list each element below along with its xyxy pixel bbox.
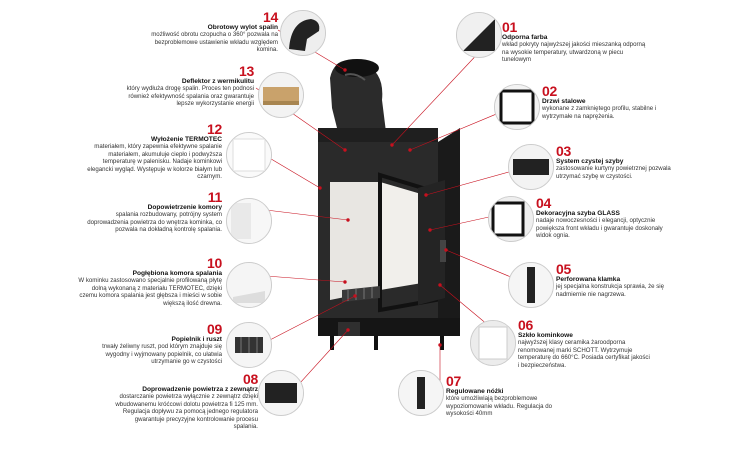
feature-04: 04 Dekoracyjna szyba GLASS nadaje nowocz… <box>536 196 676 240</box>
feature-07: 07 Regulowane nóżki które umożliwiają be… <box>446 374 576 418</box>
inset-combustion-chamber <box>226 262 272 308</box>
feature-number: 11 <box>207 189 223 205</box>
feature-03: 03 System czystej szyby zastosowanie kur… <box>556 144 686 180</box>
feature-number: 05 <box>556 261 571 277</box>
feature-description: nadaje nowoczesności i elegancji, optycz… <box>536 217 663 240</box>
feature-13: 13 Deflektor z wermikulitu który wydłuża… <box>118 63 255 108</box>
feature-description: spalania rozbudowany, potrójny system do… <box>87 211 222 234</box>
feature-description: zastosowanie kurtyny powietrznej pozwala… <box>556 165 671 180</box>
feature-number: 07 <box>446 373 461 389</box>
feature-05: 05 Perforowana klamka jej specjalna kons… <box>556 262 684 298</box>
inset-termotec-lining <box>226 132 272 178</box>
feature-description: materiałem, który zapewnia efektywne spa… <box>87 143 222 181</box>
feature-title: Regulowane nóżki <box>446 388 504 395</box>
feature-title: Wyłożenie TERMOTEC <box>151 136 222 143</box>
feature-number: 06 <box>518 317 533 333</box>
feature-title: Drzwi stalowe <box>542 98 586 105</box>
feature-title: Dopowietrzenie komory <box>147 204 222 211</box>
inset-vermiculite-deflector <box>258 72 304 118</box>
feature-number: 08 <box>243 371 258 387</box>
feature-title: Perforowana klamka <box>556 276 621 283</box>
feature-description: wykonane z zamkniętego profilu, stabilne… <box>542 105 657 120</box>
feature-title: Pogłębiona komora spalania <box>132 270 222 277</box>
feature-10: 10 Pogłębiona komora spalania W kominku … <box>78 256 222 307</box>
feature-description: które umożliwiają bezproblemowe wypoziom… <box>446 395 553 418</box>
feature-description: możliwość obrotu czopucha o 360° pozwala… <box>151 31 278 54</box>
feature-number: 03 <box>556 143 571 159</box>
feature-title: Obrotowy wylot spalin <box>207 24 278 31</box>
feature-08: 08 Doprowadzenie powietrza z zewnątrz do… <box>112 372 258 430</box>
feature-title: Odporna farba <box>502 34 548 41</box>
feature-title: Dekoracyjna szyba GLASS <box>536 210 620 217</box>
feature-description: trwały żeliwny ruszt, pod którym znajduj… <box>102 343 222 366</box>
inset-clean-glass-system <box>508 144 554 190</box>
feature-description: który wydłuża drogę spalin. Proces ten p… <box>126 85 254 108</box>
inset-perforated-handle <box>508 262 554 308</box>
feature-description: dostarczanie powietrza wyłącznie z zewną… <box>115 393 258 431</box>
feature-06: 06 Szkło kominkowe najwyższej klasy cera… <box>518 318 652 369</box>
feature-title: Deflektor z wermikulitu <box>181 78 254 85</box>
feature-title: Popielnik i ruszt <box>171 336 222 343</box>
feature-title: Doprowadzenie powietrza z zewnątrz <box>142 386 258 393</box>
feature-title: System czystej szyby <box>556 158 624 165</box>
inset-outside-air-inlet <box>258 370 304 416</box>
inset-glass-decor <box>488 196 534 242</box>
inset-ash-pan-grate <box>226 322 272 368</box>
feature-11: 11 Dopowietrzenie komory spalania rozbud… <box>84 190 222 234</box>
inset-air-supply <box>226 198 272 244</box>
feature-number: 12 <box>207 121 222 137</box>
feature-number: 14 <box>263 9 278 25</box>
inset-adjustable-feet <box>398 370 444 416</box>
inset-fireplace-glass <box>470 320 516 366</box>
inset-steel-door <box>494 84 540 130</box>
feature-description: jej specjalna konstrukcja sprawia, że si… <box>556 283 665 298</box>
feature-09: 09 Popielnik i ruszt trwały żeliwny rusz… <box>96 322 222 366</box>
feature-01: 01 Odporna farba wkład pokryty najwyższe… <box>502 20 646 64</box>
feature-02: 02 Drzwi stalowe wykonane z zamkniętego … <box>542 84 676 120</box>
feature-12: 12 Wyłożenie TERMOTEC materiałem, który … <box>84 122 222 180</box>
feature-number: 01 <box>502 19 517 35</box>
inset-resistant-paint <box>456 12 502 58</box>
inset-flue-outlet <box>280 10 326 56</box>
feature-number: 13 <box>239 63 254 79</box>
feature-description: W kominku zastosowano specjalnie profilo… <box>78 277 222 307</box>
feature-number: 09 <box>207 321 222 337</box>
feature-number: 10 <box>207 255 222 271</box>
feature-description: najwyższej klasy ceramika żaroodporna re… <box>518 339 650 369</box>
feature-14: 14 Obrotowy wylot spalin możliwość obrot… <box>140 10 278 54</box>
feature-title: Szkło kominkowe <box>518 332 573 339</box>
feature-number: 02 <box>542 83 557 99</box>
feature-description: wkład pokryty najwyższej jakości mieszan… <box>502 41 646 64</box>
feature-number: 04 <box>536 195 551 211</box>
